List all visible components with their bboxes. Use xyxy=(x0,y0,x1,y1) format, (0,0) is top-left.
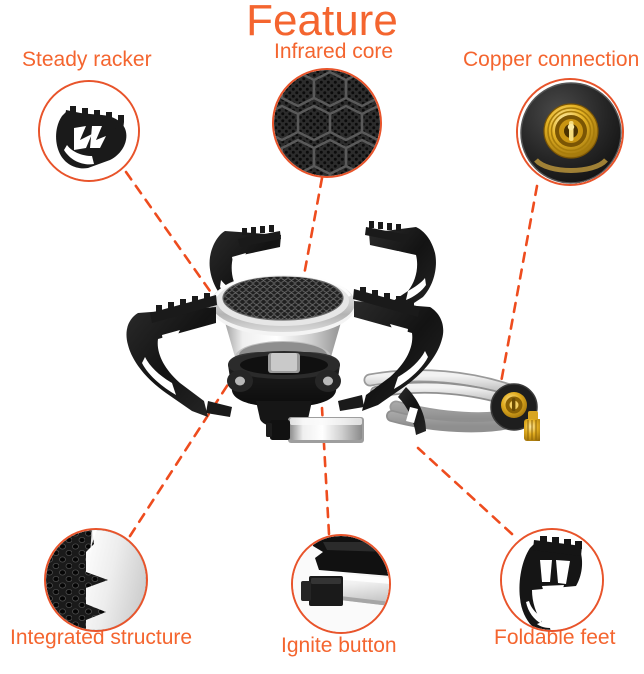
callout-circle-infrared-core xyxy=(272,68,382,178)
callout-circle-copper-connection xyxy=(516,78,624,186)
pot-support-arm-front-left xyxy=(126,293,232,417)
steady-racker-art xyxy=(40,82,138,180)
ignite-button-housing xyxy=(266,417,364,443)
arm-hinge-right xyxy=(315,370,341,392)
regulator-valve xyxy=(490,383,542,441)
callout-circle-foldable-feet xyxy=(500,528,604,632)
ignite-button xyxy=(266,420,290,440)
foldable-feet-art xyxy=(502,530,602,630)
callout-label-integrated-structure: Integrated structure xyxy=(10,626,193,649)
callout-label-ignite-button: Ignite button xyxy=(281,634,397,657)
callout-label-copper-connection: Copper connection xyxy=(463,48,640,71)
callout-circle-ignite-button xyxy=(291,534,391,634)
serrated-rack-arm-icon xyxy=(56,106,127,169)
control-knob xyxy=(524,419,542,441)
copper-connection-art xyxy=(518,80,622,184)
piezo-button xyxy=(301,576,343,606)
integrated-structure-art xyxy=(46,530,146,630)
callout-label-steady-racker: Steady racker xyxy=(22,48,152,71)
pot-support-arm-front-right xyxy=(338,287,444,435)
base-body xyxy=(227,351,341,428)
product-image-stove xyxy=(120,195,542,485)
infrared-core-art xyxy=(274,70,380,176)
ignite-button-art xyxy=(293,536,389,632)
callout-circle-steady-racker xyxy=(38,80,140,182)
arm-hinge-left xyxy=(227,370,253,392)
silver-burner-body xyxy=(86,530,146,630)
pot-support-arm-back-right xyxy=(365,221,436,315)
callout-circle-integrated-structure xyxy=(44,528,148,632)
callout-label-infrared-core: Infrared core xyxy=(274,40,394,63)
page-title: Feature xyxy=(246,0,398,45)
callout-label-foldable-feet: Foldable feet xyxy=(494,626,616,649)
